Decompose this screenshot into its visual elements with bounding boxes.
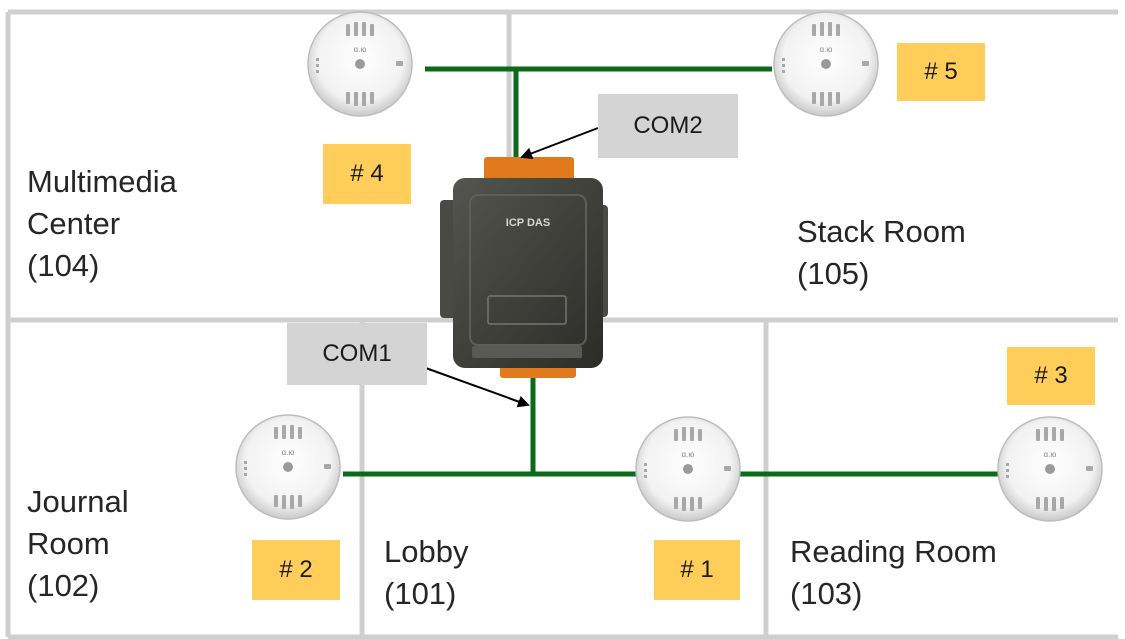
room-label-stack-room: Stack Room (105): [797, 214, 966, 291]
sensor-tag-3: # 3: [1007, 347, 1095, 405]
sensor-tag-1: # 1: [654, 540, 740, 600]
sensor-tag-2: # 2: [252, 540, 340, 600]
sensor-tag-4: # 4: [323, 144, 411, 204]
device-brand-label: ICP DAS: [506, 217, 550, 229]
sensor-icon: [635, 416, 741, 522]
arrow-icon: [422, 366, 530, 408]
arrow-icon: [520, 127, 599, 160]
room-label-multimedia-center: Multimedia Center (104): [27, 164, 177, 283]
sensor-tag-5: # 5: [897, 43, 985, 101]
room-label-reading-room: Reading Room (103): [790, 534, 997, 611]
sensor-icon: [235, 414, 341, 520]
controller-device-icon: ICP DAS: [440, 157, 608, 378]
sensor-icon: [997, 416, 1103, 522]
sensor-icon: [773, 11, 879, 117]
port-label-com1: COM1: [287, 323, 427, 385]
port-label-com2: COM2: [598, 94, 738, 158]
room-label-lobby: Lobby (101): [384, 534, 469, 611]
room-label-journal-room: Journal Room (102): [27, 484, 129, 603]
sensor-icon: [307, 11, 413, 117]
